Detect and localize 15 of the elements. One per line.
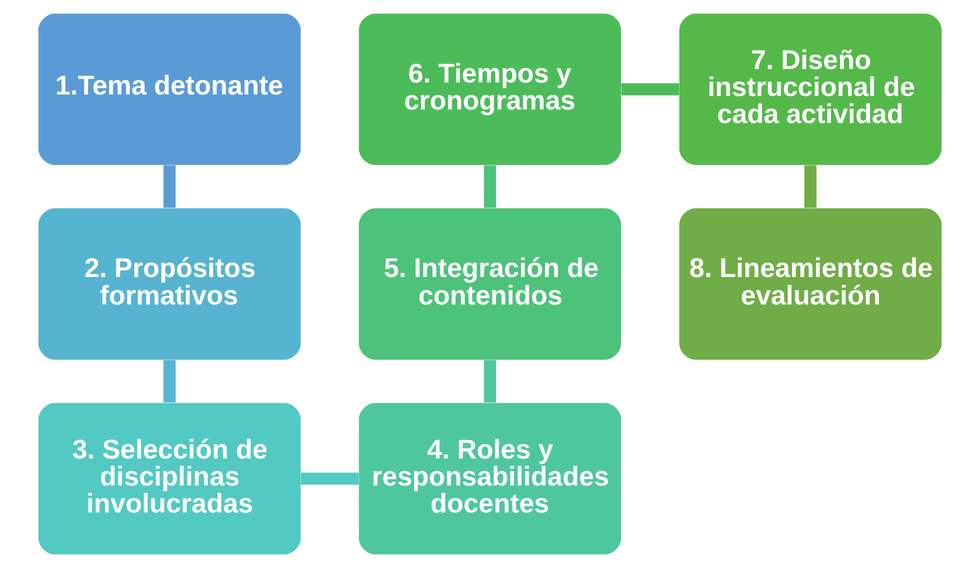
node-box: 6. Tiempos y cronogramas: [358, 14, 621, 166]
connector: [162, 165, 176, 208]
node-box: 7. Diseño instruccional de cada actividad: [678, 14, 942, 166]
node-box: 2. Propósitos formativos: [38, 208, 300, 360]
connector: [483, 360, 496, 402]
connector: [162, 360, 176, 402]
connector: [300, 472, 358, 485]
connector: [620, 83, 679, 96]
connector: [804, 165, 816, 208]
node-box: 1.Tema detonante: [38, 14, 300, 166]
node-box: 3. Selección de disciplinas involucradas: [38, 402, 300, 554]
node-box: 4. Roles y responsabilidades docentes: [358, 402, 621, 554]
node-box: 5. Integración de contenidos: [358, 208, 621, 360]
connector: [483, 165, 496, 208]
node-box: 8. Lineamientos de evaluación: [678, 208, 942, 360]
